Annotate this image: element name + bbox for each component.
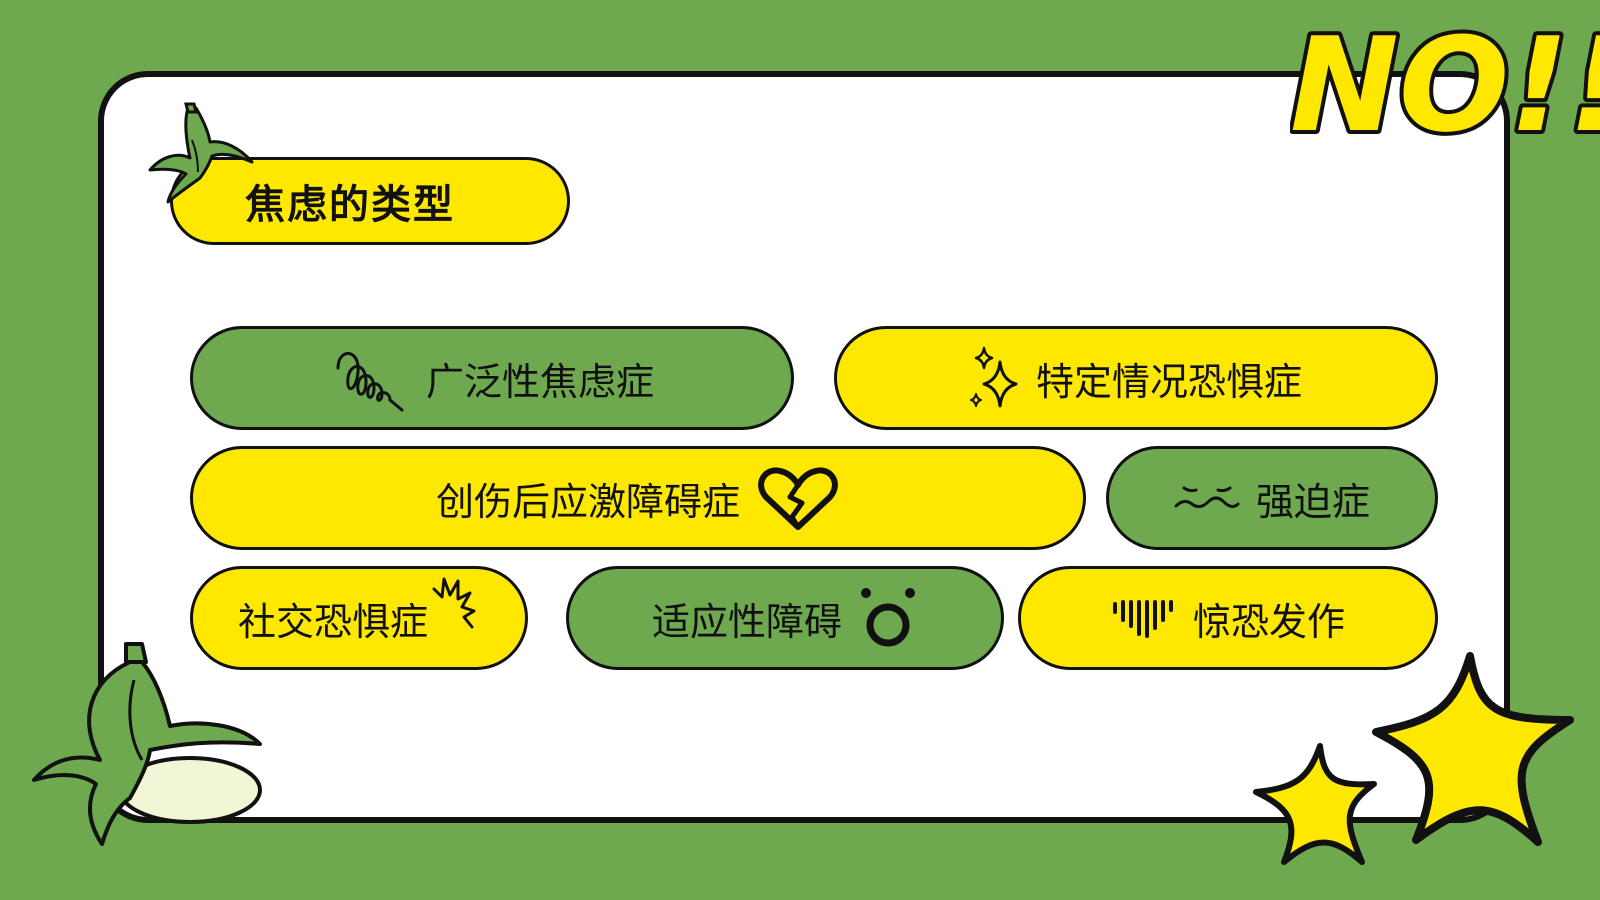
no-exclaim-text: NO!! (1290, 10, 1600, 161)
type-label: 广泛性焦虑症 (425, 359, 654, 404)
type-pill-panic: 惊恐发作 (1018, 566, 1438, 670)
type-pill-ocd: 强迫症 (1106, 446, 1438, 550)
surprised-face-icon (858, 585, 918, 651)
type-label: 社交恐惧症 (237, 599, 428, 644)
type-label: 强迫症 (1255, 479, 1370, 524)
broken-heart-icon (756, 465, 840, 531)
type-pill-specific-phobia: 特定情况恐惧症 (834, 326, 1438, 430)
worried-face-icon (1174, 478, 1240, 518)
banana-peel-icon (148, 102, 254, 204)
type-label: 惊恐发作 (1192, 599, 1345, 644)
star-icon-small (1253, 743, 1377, 865)
type-pill-adjustment: 适应性障碍 (566, 566, 1004, 670)
type-label: 适应性障碍 (651, 599, 842, 644)
type-label: 特定情况恐惧症 (1035, 359, 1302, 404)
no-exclaim-decoration: NO!! (1290, 10, 1600, 165)
type-label: 创伤后应激障碍症 (435, 479, 740, 524)
banana-peel-large-icon (32, 642, 262, 846)
type-pill-generalized: 广泛性焦虑症 (190, 326, 794, 430)
type-pill-ptsd: 创伤后应激障碍症 (190, 446, 1086, 550)
sparkle-icon (969, 346, 1020, 410)
title-pill: 焦虑的类型 (170, 157, 570, 245)
star-icon-large (1372, 652, 1574, 846)
jagged-spark-icon (430, 575, 480, 631)
page-title: 焦虑的类型 (245, 182, 455, 228)
scribble-coil-icon (330, 338, 410, 418)
vertical-lines-icon (1111, 596, 1177, 640)
type-pill-social-phobia: 社交恐惧症 (190, 566, 528, 670)
